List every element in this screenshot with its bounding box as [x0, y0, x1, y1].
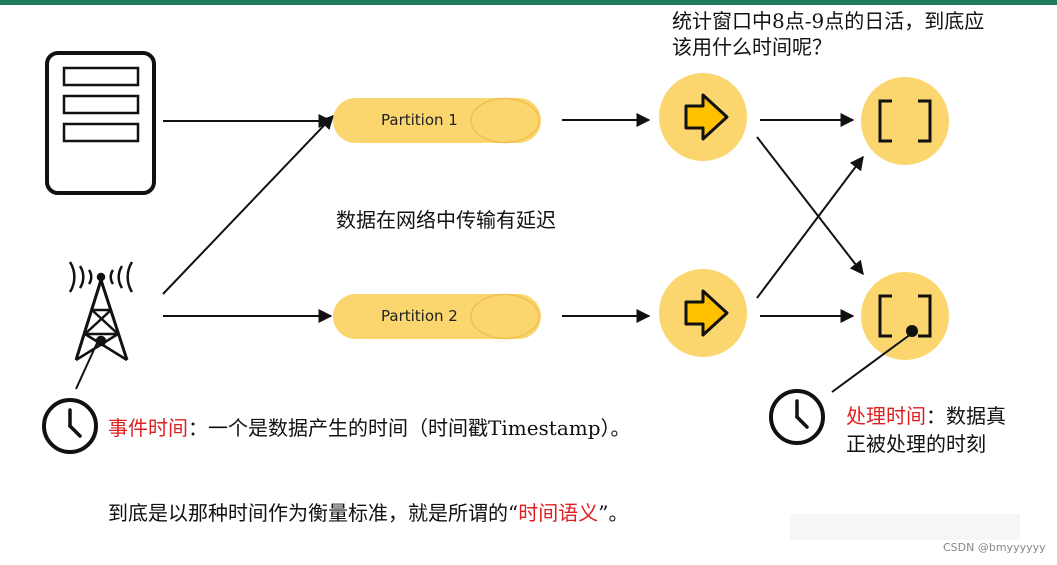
- window-question-line-1: 统计窗口中8点-9点的日活，到底应: [672, 9, 985, 33]
- csdn-watermark: CSDN @bmyyyyyy: [943, 541, 1046, 554]
- window-2-bracket-icon: [861, 272, 949, 360]
- partition-1-pill: [333, 97, 541, 144]
- event-time-caption: 事件时间：一个是数据产生的时间（时间戳Timestamp）。: [108, 412, 631, 441]
- arrow-tower-to-partition-1: [162, 114, 334, 295]
- event-time-pointer: [75, 342, 98, 390]
- partition-2-pill: [333, 293, 541, 340]
- time-semantics-suffix: ”。: [598, 501, 629, 525]
- processing-time-caption: 处理时间：数据真 正被处理的时刻: [846, 402, 1006, 458]
- server-icon: [45, 51, 156, 195]
- window-1-bracket-icon: [861, 77, 949, 165]
- processing-time-desc-1: ：数据真: [926, 404, 1006, 428]
- event-time-desc: ：一个是数据产生的时间（时间戳Timestamp）。: [188, 416, 631, 440]
- top-accent-bar: [0, 0, 1057, 5]
- arrow-operator-2-to-window-1: [756, 155, 864, 299]
- processing-time-pointer: [831, 333, 912, 393]
- partition-2-label: Partition 2: [381, 307, 458, 325]
- event-time-term: 事件时间: [108, 416, 188, 440]
- network-delay-text: 数据在网络中传输有延迟: [336, 208, 556, 232]
- processing-time-desc-2: 正被处理的时刻: [846, 432, 986, 456]
- time-semantics-prefix: 到底是以那种时间作为衡量标准，就是所谓的“: [108, 501, 519, 525]
- time-semantics-caption: 到底是以那种时间作为衡量标准，就是所谓的“时间语义”。: [108, 497, 628, 526]
- watermark-blur: [790, 514, 1020, 540]
- event-time-clock-icon: [42, 398, 98, 454]
- processing-time-clock-icon: [769, 389, 825, 445]
- time-semantics-term: 时间语义: [518, 501, 599, 525]
- processing-time-term: 处理时间: [846, 404, 926, 428]
- window-question-line-2: 该用什么时间呢？: [672, 35, 832, 59]
- window-question: 统计窗口中8点-9点的日活，到底应 该用什么时间呢？: [672, 8, 984, 60]
- antenna-tower-icon: [68, 261, 134, 362]
- arrow-operator-1-to-window-2: [756, 136, 864, 276]
- operator-2-arrow-icon: [659, 269, 747, 357]
- operator-1-arrow-icon: [659, 73, 747, 161]
- partition-1-label: Partition 1: [381, 111, 458, 129]
